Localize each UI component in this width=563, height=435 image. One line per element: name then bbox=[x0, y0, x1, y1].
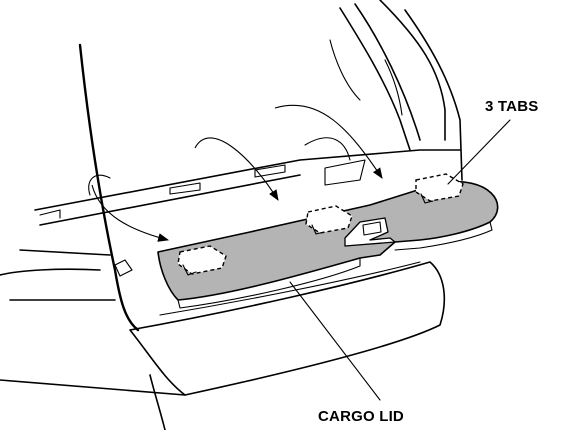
leader-lines bbox=[289, 119, 511, 401]
cargo-floor bbox=[34, 137, 461, 277]
arrow-right bbox=[274, 104, 383, 179]
rear-bumper bbox=[0, 261, 446, 431]
leader-lid bbox=[289, 281, 381, 401]
open-liftgate bbox=[329, 0, 463, 181]
install-arrows bbox=[91, 104, 383, 242]
lid-tabs bbox=[177, 173, 464, 276]
leader-tabs bbox=[447, 119, 511, 185]
cargo-lid bbox=[157, 180, 499, 309]
cargo-lid-callout-label: CARGO LID bbox=[318, 408, 404, 425]
arrow-left bbox=[91, 184, 170, 242]
tabs-callout-label: 3 TABS bbox=[485, 98, 539, 115]
tab-left bbox=[177, 245, 227, 276]
tab-center bbox=[305, 205, 353, 235]
left-trim-panel bbox=[0, 43, 140, 332]
arrow-center bbox=[194, 137, 279, 201]
